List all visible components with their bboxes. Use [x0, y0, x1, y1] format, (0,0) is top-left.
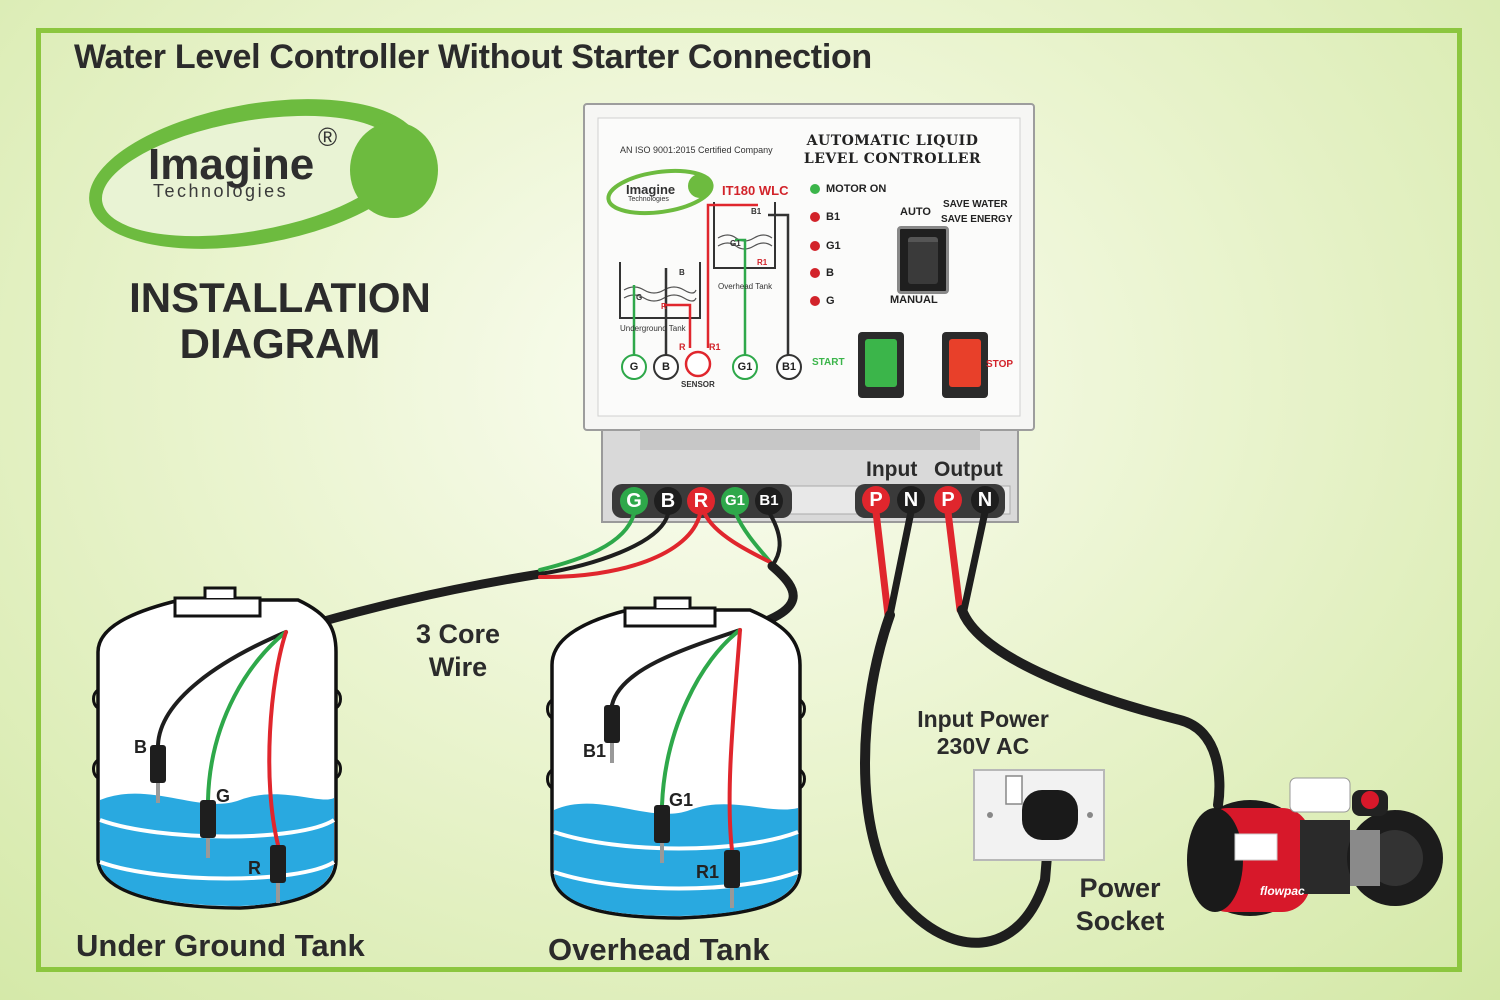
- led-label-g1: G1: [826, 240, 841, 252]
- sensor-label: SENSOR: [681, 380, 715, 389]
- underground-tank-icon: [92, 586, 342, 910]
- imagine-logo-icon: [89, 99, 438, 249]
- iso-text: AN ISO 9001:2015 Certified Company: [620, 145, 773, 155]
- panel-wiring: [632, 203, 790, 356]
- heading-line-1: INSTALLATION: [129, 274, 431, 321]
- socket-line-2: Socket: [1075, 906, 1165, 936]
- overhead-tank-label: Overhead Tank: [548, 932, 770, 967]
- stop-label: STOP: [986, 359, 1014, 370]
- input-label: Input: [866, 458, 918, 481]
- input-power-line-2: 230V AC: [936, 733, 1030, 759]
- panel-wire-label-r: R: [679, 342, 686, 352]
- registered-mark: ®: [318, 122, 338, 152]
- terminal-input-n: N: [897, 486, 925, 514]
- overhead-probe-wires: [610, 628, 742, 852]
- page-title: Water Level Controller Without Starter C…: [74, 38, 872, 76]
- power-socket-label: Power Socket: [1052, 872, 1188, 938]
- ug-probe-label-g: G: [216, 786, 231, 806]
- status-leds: [810, 184, 820, 306]
- terminal-r: R: [687, 487, 715, 515]
- controller-title: AUTOMATIC LIQUID LEVEL CONTROLLER: [790, 132, 995, 168]
- panel-probe-label-g1: G1: [730, 239, 741, 248]
- terminal-g1: G1: [721, 487, 749, 515]
- panel-logo-dot-icon: [688, 174, 712, 198]
- page-border: [36, 28, 1462, 972]
- controller-title-line-2: LEVEL CONTROLLER: [803, 151, 982, 167]
- panel-probe-label-g: G: [636, 293, 643, 302]
- stop-button[interactable]: [942, 332, 988, 398]
- logo-subtitle: Technologies: [153, 181, 289, 201]
- installation-heading: INSTALLATION DIAGRAM: [90, 275, 470, 367]
- manual-label: MANUAL: [890, 294, 938, 306]
- controller-title-line-1: AUTOMATIC LIQUID: [806, 133, 979, 149]
- panel-circle-g1: G1: [732, 354, 758, 380]
- underground-probe-wires: [156, 630, 288, 847]
- pump-icon: [1187, 777, 1443, 916]
- socket-line-1: Power: [1079, 873, 1161, 903]
- terminal-g: G: [620, 487, 648, 515]
- sensor-circle-icon: [684, 350, 712, 378]
- pump-brand: flowpac: [1260, 884, 1305, 898]
- panel-probe-label-r1: R1: [757, 258, 768, 267]
- underground-tank-label: Under Ground Tank: [76, 928, 365, 963]
- input-power-label: Input Power 230V AC: [895, 706, 1071, 760]
- power-socket-icon: [973, 769, 1105, 861]
- terminal-b: B: [654, 487, 682, 515]
- panel-logo-sub: Technologies: [628, 196, 669, 203]
- three-core-wire-label: 3 Core Wire: [388, 618, 528, 684]
- led-label-b: B: [826, 267, 834, 279]
- panel-ug-tank-label: Underground Tank: [620, 324, 686, 333]
- terminal-output-p: P: [934, 486, 962, 514]
- panel-wire-label-r1: R1: [709, 342, 721, 352]
- wire-label-line-2: Wire: [428, 652, 488, 682]
- input-power-line-1: Input Power: [917, 706, 1049, 732]
- panel-circle-g: G: [621, 354, 647, 380]
- panel-circle-b1: B1: [776, 354, 802, 380]
- panel-oh-tank-label: Overhead Tank: [718, 282, 773, 291]
- panel-probe-label-b: B: [679, 268, 685, 277]
- panel-probe-label-r: R: [661, 302, 667, 311]
- led-label-motor-on: MOTOR ON: [826, 183, 887, 195]
- logo-name: Imagine: [148, 140, 315, 189]
- auto-label: AUTO: [900, 206, 931, 218]
- overhead-probes: [604, 705, 740, 908]
- led-label-g: G: [826, 295, 835, 307]
- start-button[interactable]: [858, 332, 904, 398]
- save-water-text: SAVE WATER: [943, 199, 1008, 210]
- terminal-input-p: P: [862, 486, 890, 514]
- heading-line-2: DIAGRAM: [179, 320, 381, 367]
- rocker-switch-icon: [908, 237, 938, 284]
- oh-probe-label-g1: G1: [669, 790, 694, 810]
- panel-logo-name: Imagine: [626, 182, 676, 197]
- model-number: IT180 WLC: [722, 183, 789, 198]
- panel-probe-label-b1: B1: [751, 207, 762, 216]
- wire-label-line-1: 3 Core: [415, 619, 501, 649]
- output-label: Output: [934, 458, 1003, 481]
- led-label-b1: B1: [826, 211, 841, 223]
- terminal-output-n: N: [971, 486, 999, 514]
- start-label: START: [812, 357, 845, 368]
- auto-manual-switch[interactable]: [897, 226, 949, 294]
- oh-probe-label-b1: B1: [583, 741, 607, 761]
- power-terminal-strip: [855, 484, 1005, 518]
- power-cables: [860, 508, 1225, 948]
- underground-probes: [150, 745, 286, 903]
- ug-probe-label-r: R: [248, 858, 261, 878]
- save-energy-text: SAVE ENERGY: [941, 214, 1013, 225]
- oh-probe-label-r1: R1: [696, 862, 720, 882]
- terminal-b1: B1: [755, 487, 783, 515]
- ug-probe-label-b: B: [134, 737, 147, 757]
- panel-circle-b: B: [653, 354, 679, 380]
